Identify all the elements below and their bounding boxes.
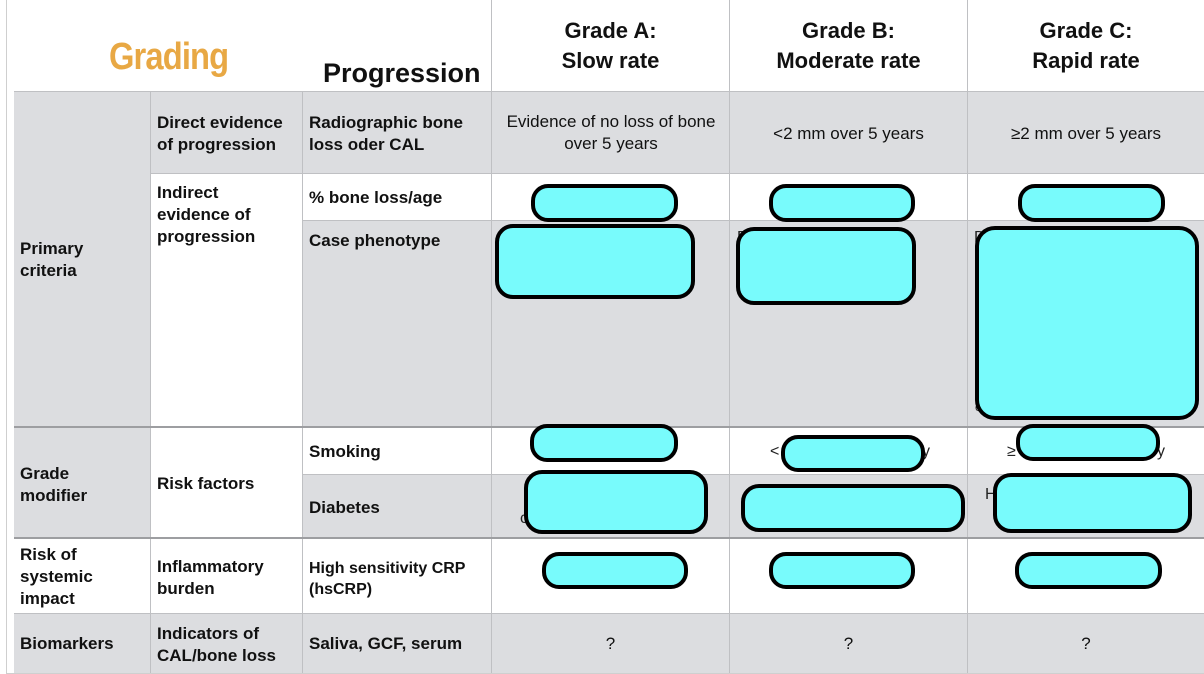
grade-a-direct-value: Evidence of no loss of bone over 5 years (506, 112, 716, 153)
redaction-c-smoking (1016, 424, 1160, 461)
grade-c-smoking-fragment-end: y (1157, 443, 1165, 460)
indicators-label: Indicators of CAL/bone loss (157, 624, 277, 665)
grid-v4 (729, 0, 730, 673)
col1-bio-bg (14, 614, 150, 673)
grade-b-subtitle: Moderate rate (776, 47, 921, 73)
redaction-a-phenotype (495, 224, 695, 299)
grid-h-direct (150, 173, 1204, 174)
grade-a-title: Grade A: (564, 17, 657, 43)
diabetes-label: Diabetes (309, 498, 380, 517)
grade-a-subtitle: Slow rate (561, 47, 660, 73)
redaction-a-smoking (530, 424, 678, 462)
bone-loss-age-label: % bone loss/age (309, 188, 443, 207)
grade-c-biomarker-value: ? (1081, 634, 1091, 653)
grade-modifier-label: Grade modifier (20, 464, 88, 505)
grid-h-systemic (14, 613, 1204, 614)
grid-h-modifier (14, 537, 1204, 539)
grade-c-diabetes-fragment: H (985, 486, 997, 503)
col3-bio-bg (303, 614, 492, 673)
grade-b-title: Grade B: (802, 17, 895, 43)
hscrp-label: High sensitivity CRP (hsCRP) (309, 560, 466, 598)
redaction-b-diabetes (741, 484, 965, 532)
col3-diabetes-bg (303, 475, 492, 538)
grade-direct-bg (492, 92, 1204, 173)
grade-a-biomarker-value: ? (605, 634, 616, 653)
grade-c-subtitle: Rapid rate (1032, 47, 1140, 73)
radiographic-label: Radiographic bone loss oder CAL (309, 113, 463, 154)
smoking-label: Smoking (309, 442, 381, 461)
col1-primary-bg (14, 92, 150, 427)
grade-b-header: Grade B: Moderate rate (730, 0, 967, 91)
col2-direct-bg (151, 92, 302, 173)
grade-b-direct-value: <2 mm over 5 years (773, 124, 924, 143)
grade-c-smoking-fragment: ≥ (1007, 443, 1016, 460)
redaction-c-boneloss (1018, 184, 1165, 222)
redaction-a-boneloss (531, 184, 678, 222)
grid-v2 (302, 92, 303, 673)
grading-title: Grading (109, 36, 229, 78)
redaction-b-smoking (781, 435, 925, 472)
grid-h-smoking (302, 474, 1204, 475)
redaction-c-hscrp (1015, 552, 1162, 589)
primary-criteria-label: Primary criteria (20, 239, 84, 280)
grid-v5 (967, 0, 968, 673)
redaction-c-phenotype (975, 226, 1199, 420)
case-phenotype-label: Case phenotype (309, 231, 441, 250)
redaction-b-boneloss (769, 184, 915, 222)
redaction-b-phenotype (736, 227, 916, 305)
saliva-label: Saliva, GCF, serum (309, 634, 463, 653)
grid-h-boneloss (302, 220, 1204, 221)
grid-h-header (14, 91, 1204, 92)
col3-direct-bg (303, 92, 492, 173)
col2-bio-bg (151, 614, 302, 673)
col1-modifier-bg (14, 428, 150, 538)
direct-evidence-label: Direct evidence of progression (157, 113, 283, 154)
redaction-c-diabetes (993, 473, 1192, 533)
redaction-a-hscrp (542, 552, 688, 589)
grade-b-smoking-fragment: < (770, 443, 780, 460)
redaction-a-diabetes (524, 470, 708, 534)
grid-v3 (491, 0, 492, 673)
progression-header: Progression (323, 58, 481, 88)
grid-v1 (150, 92, 151, 673)
grade-a-header: Grade A: Slow rate (492, 0, 729, 91)
grade-bio-bg (492, 614, 1204, 673)
grade-b-biomarker-value: ? (843, 634, 854, 653)
redaction-b-hscrp (769, 552, 915, 589)
inflammatory-burden-label: Inflammatory burden (157, 557, 264, 598)
risk-factors-label: Risk factors (157, 474, 255, 493)
risk-systemic-label: Risk of systemic impact (20, 545, 93, 608)
biomarkers-label: Biomarkers (20, 634, 114, 653)
col3-phenotype-bg (303, 221, 492, 427)
indirect-evidence-label: Indirect evidence of progression (157, 183, 256, 246)
grade-b-smoking-fragment-end: y (922, 443, 930, 460)
grade-c-direct-value: ≥2 mm over 5 years (1010, 124, 1162, 143)
grade-c-title: Grade C: (1039, 17, 1133, 43)
grade-c-header: Grade C: Rapid rate (968, 0, 1204, 91)
